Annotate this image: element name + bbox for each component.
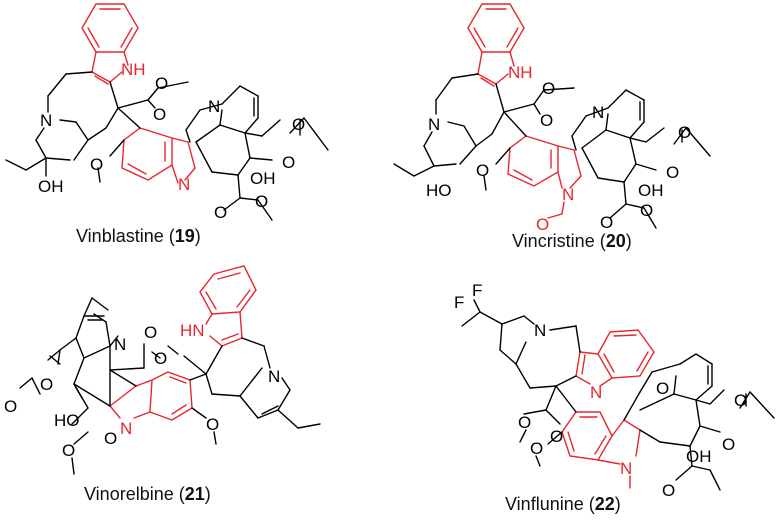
atom-o: O	[540, 111, 553, 130]
atom-oh: OH	[638, 181, 664, 200]
atom-o: O	[476, 161, 489, 180]
atom-o: O	[722, 435, 735, 454]
atom-o: O	[542, 79, 555, 98]
atom-nh: NH	[121, 60, 146, 79]
atom-o: O	[90, 155, 103, 174]
atom-o: O	[206, 415, 219, 434]
structure-vinblastine: NH N O O N	[5, 3, 329, 222]
atom-ho: HO	[426, 181, 452, 200]
atom-n: N	[120, 419, 132, 438]
caption-vinorelbine: Vinorelbine (21)	[84, 484, 211, 504]
structure-vincristine: NH N O O O N O N O O OH	[393, 3, 711, 234]
compound-number: 20	[605, 231, 626, 251]
atom-o: O	[518, 413, 531, 432]
atom-o: O	[40, 375, 53, 394]
caption-vincristine: Vincristine (20)	[512, 231, 632, 251]
compound-number: 21	[184, 484, 205, 504]
atom-o: O	[678, 123, 691, 142]
atom-f: F	[454, 293, 464, 312]
atom-n: N	[592, 103, 604, 122]
atom-o: O	[255, 192, 268, 211]
structure-vinorelbine: HN N O O N N O O HO O	[4, 265, 321, 475]
atom-f: F	[472, 281, 482, 300]
atom-n: O	[656, 379, 669, 398]
atom-n: N	[178, 175, 190, 194]
atom-o: O	[734, 391, 747, 410]
atom-o: O	[530, 439, 543, 458]
atom-n: N	[208, 97, 220, 116]
atom-o: O	[282, 153, 295, 172]
atom-o: O	[155, 74, 168, 93]
compound-number: 22	[594, 494, 615, 514]
atom-nh: NH	[508, 63, 533, 82]
caption-vinflunine: Vinflunine (22)	[505, 494, 621, 514]
atom-n: N	[268, 367, 280, 386]
atom-oh: OH	[38, 177, 64, 196]
atom-o: O	[153, 105, 166, 124]
atom-n: N	[590, 383, 602, 402]
atom-o: O	[214, 203, 227, 222]
atom-n: N	[40, 111, 52, 130]
atom-o: O	[640, 201, 653, 220]
atom-o: O	[662, 481, 675, 500]
atom-oh: OH	[686, 447, 712, 466]
atom-o: O	[144, 323, 157, 342]
atom-o: O	[4, 397, 17, 416]
atom-o: O	[536, 215, 549, 234]
caption-vinblastine: Vinblastine (19)	[76, 226, 201, 246]
structure-vinflunine: N N F F N O O O O O O OH	[454, 281, 775, 500]
atom-o: O	[666, 163, 679, 182]
atom-o: O	[600, 213, 613, 232]
atom-n: N	[562, 185, 574, 204]
atom-o: O	[104, 429, 117, 448]
atom-n: N	[114, 335, 126, 354]
atom-o: O	[154, 349, 167, 368]
atom-n: N	[620, 459, 632, 478]
compound-name: Vinflunine	[505, 494, 584, 514]
atom-ho: HO	[54, 411, 80, 430]
atom-o: O	[292, 115, 305, 134]
atom-n: N	[428, 115, 440, 134]
atom-hn: HN	[180, 321, 205, 340]
compound-name: Vincristine	[512, 231, 595, 251]
atom-o: O	[62, 441, 75, 460]
compound-name: Vinblastine	[76, 226, 164, 246]
compound-name: Vinorelbine	[84, 484, 174, 504]
atom-n: N	[534, 321, 546, 340]
compound-number: 19	[174, 226, 195, 246]
atom-o: O	[550, 427, 563, 446]
atom-oh: OH	[250, 169, 276, 188]
